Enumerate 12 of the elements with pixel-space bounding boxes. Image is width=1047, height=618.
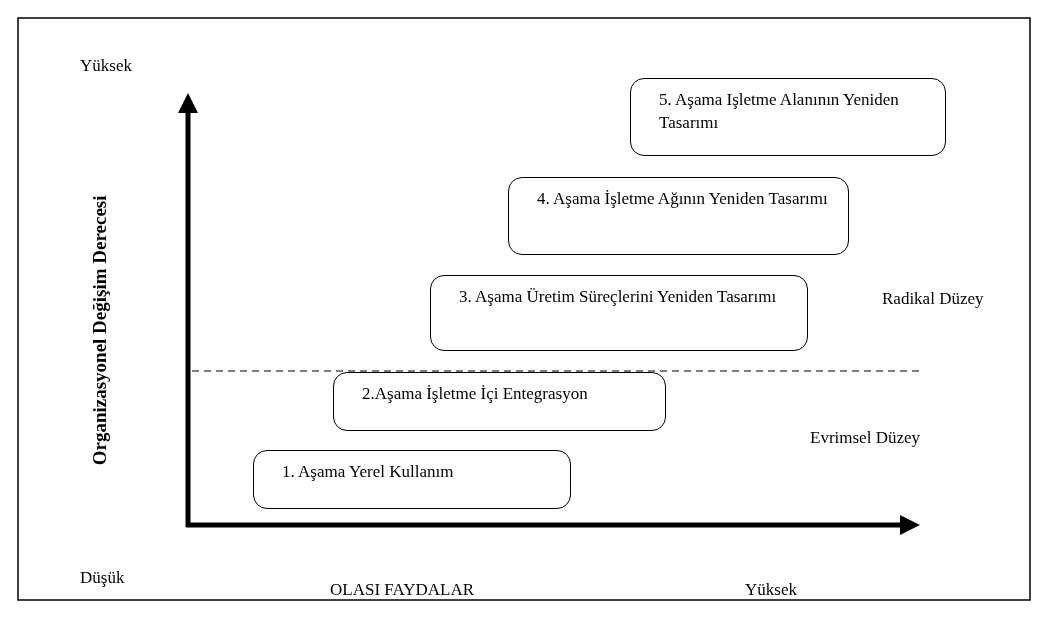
stage-box: 5. Aşama Işletme Alanının Yeniden Tasarımı — [630, 78, 946, 156]
level-label: Evrimsel Düzey — [810, 428, 920, 449]
axis-title: Organizasyonel Değişim Derecesi — [88, 195, 111, 465]
axis-end-label: Yüksek — [80, 56, 132, 77]
level-label: Radikal Düzey — [882, 289, 984, 310]
axis-end-label: Yüksek — [745, 580, 797, 601]
axis-end-label: Düşük — [80, 568, 125, 589]
stage-box: 2.Aşama İşletme İçi Entegrasyon — [333, 372, 666, 431]
stage-box: 3. Aşama Üretim Süreçlerini Yeniden Tasarımı — [430, 275, 808, 351]
axis-title: OLASI FAYDALAR — [330, 580, 475, 601]
stage-box: 1. Aşama Yerel Kullanım — [253, 450, 571, 509]
stage-box: 4. Aşama İşletme Ağının Yeniden Tasarımı — [508, 177, 849, 255]
